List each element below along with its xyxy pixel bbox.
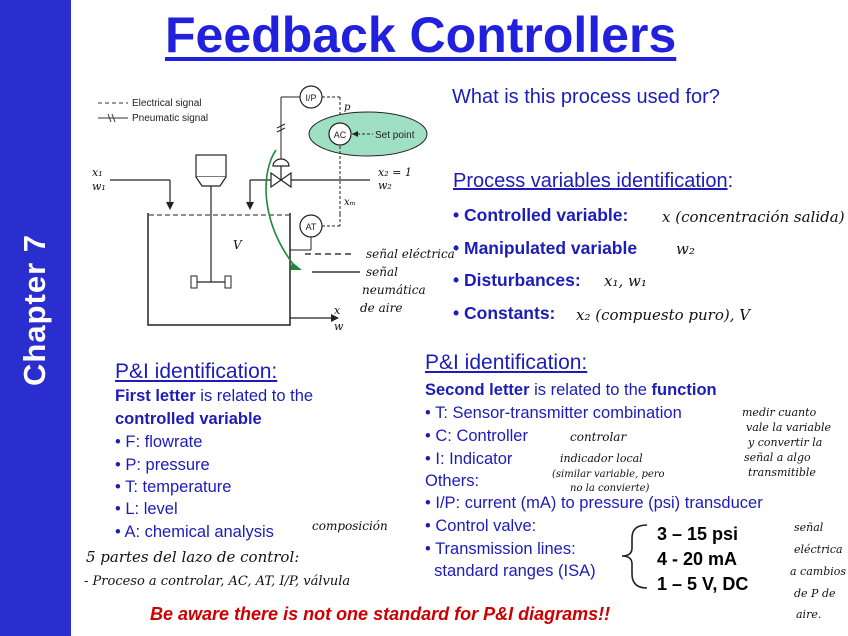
legend-pneumatic-hash [111,113,116,123]
pi-right-title: P&I identification: [425,351,588,374]
tank-volume-label: V [233,238,243,252]
pi-left-item-t: • T: temperature [115,478,232,496]
pv-item-constants: • Constants: [453,303,556,323]
standard-psi: 3 – 15 psi [657,524,739,544]
annotation-pneumatic-1: señal [366,265,398,279]
standard-volts: 1 – 5 V, DC [657,574,749,594]
legend-pneumatic-hash [107,113,112,123]
annotation-controlled: x (concentración salida) [662,208,845,226]
pi-right-line1: Second letter is related to the function [425,381,717,400]
pi-right-others-label: Others: [425,472,480,490]
outlet-arrow [331,314,339,322]
inlet-2-arrow [246,202,254,210]
annotation-pneumatic-arrowhead [290,262,302,270]
stirrer-motor [195,154,227,178]
pi-left-title: P&I identification: [115,360,278,383]
pi-left-item-p: • P: pressure [115,456,210,474]
inlet-w2-label: w₂ [378,179,392,192]
annotation-pneumatic-2: neumática [362,283,426,297]
inlet-x2-label: x₂ = 1 [378,166,412,179]
pi-right-line1-rest: is related to the [529,381,652,399]
pi-left-item-a: • A: chemical analysis [115,523,274,541]
annotation-transducer-2: eléctrica [794,543,843,556]
pi-right-second-letter: Second letter [425,381,530,399]
set-point-label: Set point [375,130,415,141]
slide-title: Feedback Controllers [165,7,677,63]
annotation-electrical: señal eléctrica [366,247,455,261]
pv-item-disturbances: • Disturbances: [453,270,581,290]
annotation-analysis: composición [312,519,388,533]
annotation-transducer-1: señal [794,521,824,534]
annotation-loop-1: 5 partes del lazo de control: [86,548,299,566]
annotation-loop-2: - Proceso a controlar, AC, AT, I/P, válv… [84,574,350,589]
pv-item-controlled: • Controlled variable: [453,205,629,225]
annotation-disturbances: x₁, w₁ [604,272,647,290]
ac-tag: AC [334,130,347,140]
pi-left-line1-rest: is related to the [195,387,314,405]
stirrer-blade-left [190,275,198,289]
stirrer-blade-right [224,275,232,289]
annotation-controller: controlar [570,430,627,444]
set-point-arrow [352,131,358,137]
annotation-indicator-2: (similar variable, pero [552,469,665,480]
pv-heading-colon: : [727,170,734,192]
process-variables-heading: Process variables identification: [453,170,733,193]
annotation-pneumatic-arrow [265,149,297,269]
measured-xm-label: xₘ [344,197,356,208]
inlet-w1-label: w₁ [92,180,106,193]
at-tag: AT [306,222,317,232]
pi-left-item-l: • L: level [115,500,178,518]
pi-right-item-valve: • Control valve: [425,517,537,535]
outlet-w-label: w [334,320,344,333]
annotation-indicator-3: no la convierte) [570,483,650,494]
inlet-x1-label: x₁ [92,166,103,179]
pi-right-item-c: • C: Controller [425,427,528,445]
annotation-manipulated: w₂ [676,240,695,258]
pi-left-item-f: • F: flowrate [115,433,203,451]
pi-right-item-i: • I: Indicator [425,450,513,468]
legend-pneumatic-label: Pneumatic signal [132,113,208,124]
annotation-constants: x₂ (compuesto puro), V [576,306,752,324]
pneumatic-hash [276,123,286,129]
annotation-sensor-3: y convertir la [747,436,822,449]
annotation-sensor-2: vale la variable [746,421,832,434]
pneumatic-hash [276,127,286,133]
tank-body [147,213,291,326]
annotation-sensor-1: medir cuanto [742,406,817,419]
pi-left-line1: First letter is related to the [115,387,313,406]
controller-bubble [328,122,352,146]
annotation-transducer-4: de P de [794,587,836,600]
sidebar-band: Chapter 7 [0,0,71,636]
annotation-sensor-5: transmitible [748,466,816,479]
pi-left-line2: controlled variable [115,410,262,428]
annotation-indicator-1: indicador local [560,452,643,465]
annotation-sensor-4: señal a algo [744,451,811,464]
annotation-transducer-5: aire. [796,608,821,621]
pi-right-item-ranges: standard ranges (ISA) [425,562,596,580]
inlet-1-arrow [166,202,174,210]
standards-brace [621,524,648,589]
legend-electrical-label: Electrical signal [132,98,201,109]
pv-heading-text: Process variables identification [453,170,728,192]
pi-right-item-t: • T: Sensor-transmitter combination [425,404,682,422]
valve-actuator-icon [272,158,290,167]
ip-tag: I/P [305,93,316,103]
standard-ma: 4 - 20 mA [657,549,738,569]
pv-item-manipulated: • Manipulated variable [453,238,638,258]
pi-left-first-letter: First letter [115,387,196,405]
outlet-x-label: x [334,304,341,317]
annotation-pneumatic-3: de aire [360,301,402,315]
pi-right-function: function [651,381,717,399]
warning-note: Be aware there is not one standard for P… [150,604,611,624]
pi-right-item-ip: • I/P: current (mA) to pressure (psi) tr… [425,494,763,512]
pressure-p-label: p [344,102,351,113]
stirrer-motor-base [195,176,227,187]
annotation-transducer-3: a cambios [790,565,846,578]
process-question: What is this process used for? [452,86,720,108]
pi-right-item-lines: • Transmission lines: [425,540,576,558]
